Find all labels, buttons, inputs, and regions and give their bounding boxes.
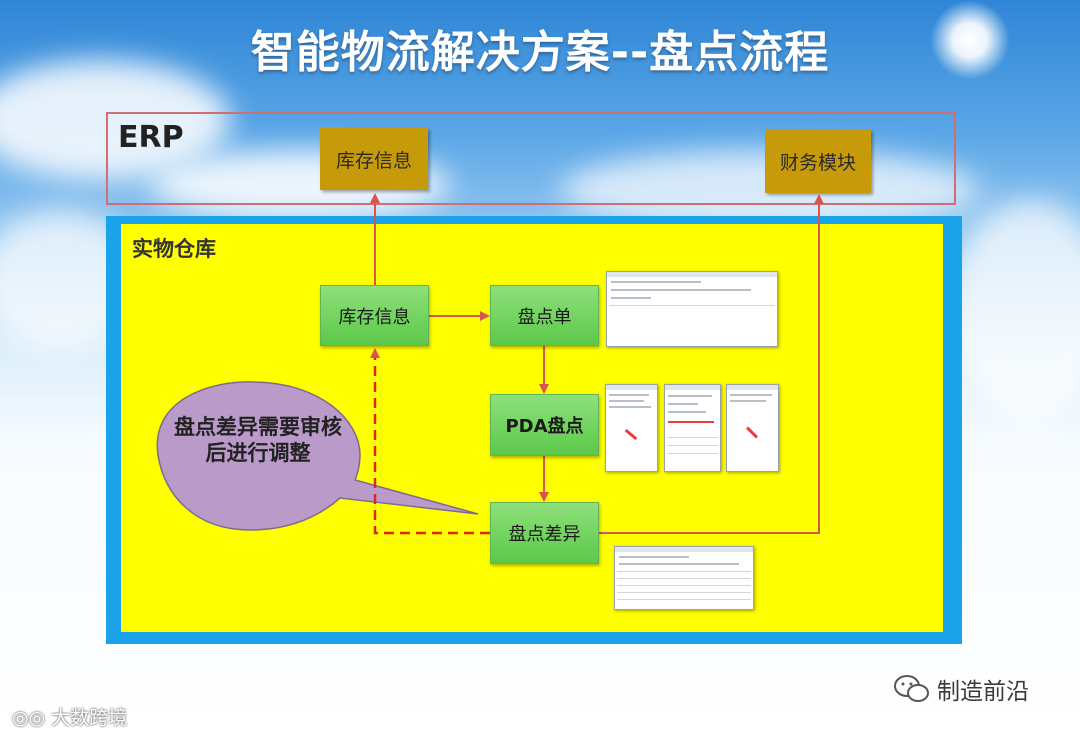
callout-text: 盘点差异需要审核后进行调整 (174, 415, 342, 465)
arrow-to-finance (599, 194, 824, 534)
warehouse-label: 实物仓库 (132, 237, 216, 261)
count-difference-box: 盘点差异 (490, 502, 599, 564)
callout-bubble (156, 381, 479, 531)
warehouse-inventory-info-box: 库存信息 (320, 285, 429, 346)
watermark-right-label: 制造前沿 (937, 679, 1029, 705)
pda-screenshot-3 (726, 384, 779, 472)
count-sheet-screenshot (606, 271, 778, 347)
weibo-icon: ◎◎ (12, 707, 52, 729)
difference-report-screenshot (614, 546, 754, 610)
wechat-icon (894, 675, 929, 702)
dashed-adjust-path (370, 348, 490, 535)
watermark-left: ◎◎ 大数跨境 (12, 707, 128, 729)
pda-screenshot-2 (664, 384, 721, 472)
sun-glow (930, 0, 1010, 80)
erp-finance-module-box: 财务模块 (765, 130, 871, 193)
count-sheet-box: 盘点单 (490, 285, 599, 346)
cloud (950, 200, 1080, 420)
pda-count-box: PDA盘点 (490, 394, 599, 456)
erp-label: ERP (118, 120, 184, 155)
watermark-right: 制造前沿 (893, 672, 1029, 706)
erp-inventory-info-box: 库存信息 (320, 128, 428, 190)
slide-title: 智能物流解决方案--盘点流程 (250, 27, 830, 78)
pda-screenshot-1 (605, 384, 658, 472)
erp-frame (106, 112, 956, 205)
